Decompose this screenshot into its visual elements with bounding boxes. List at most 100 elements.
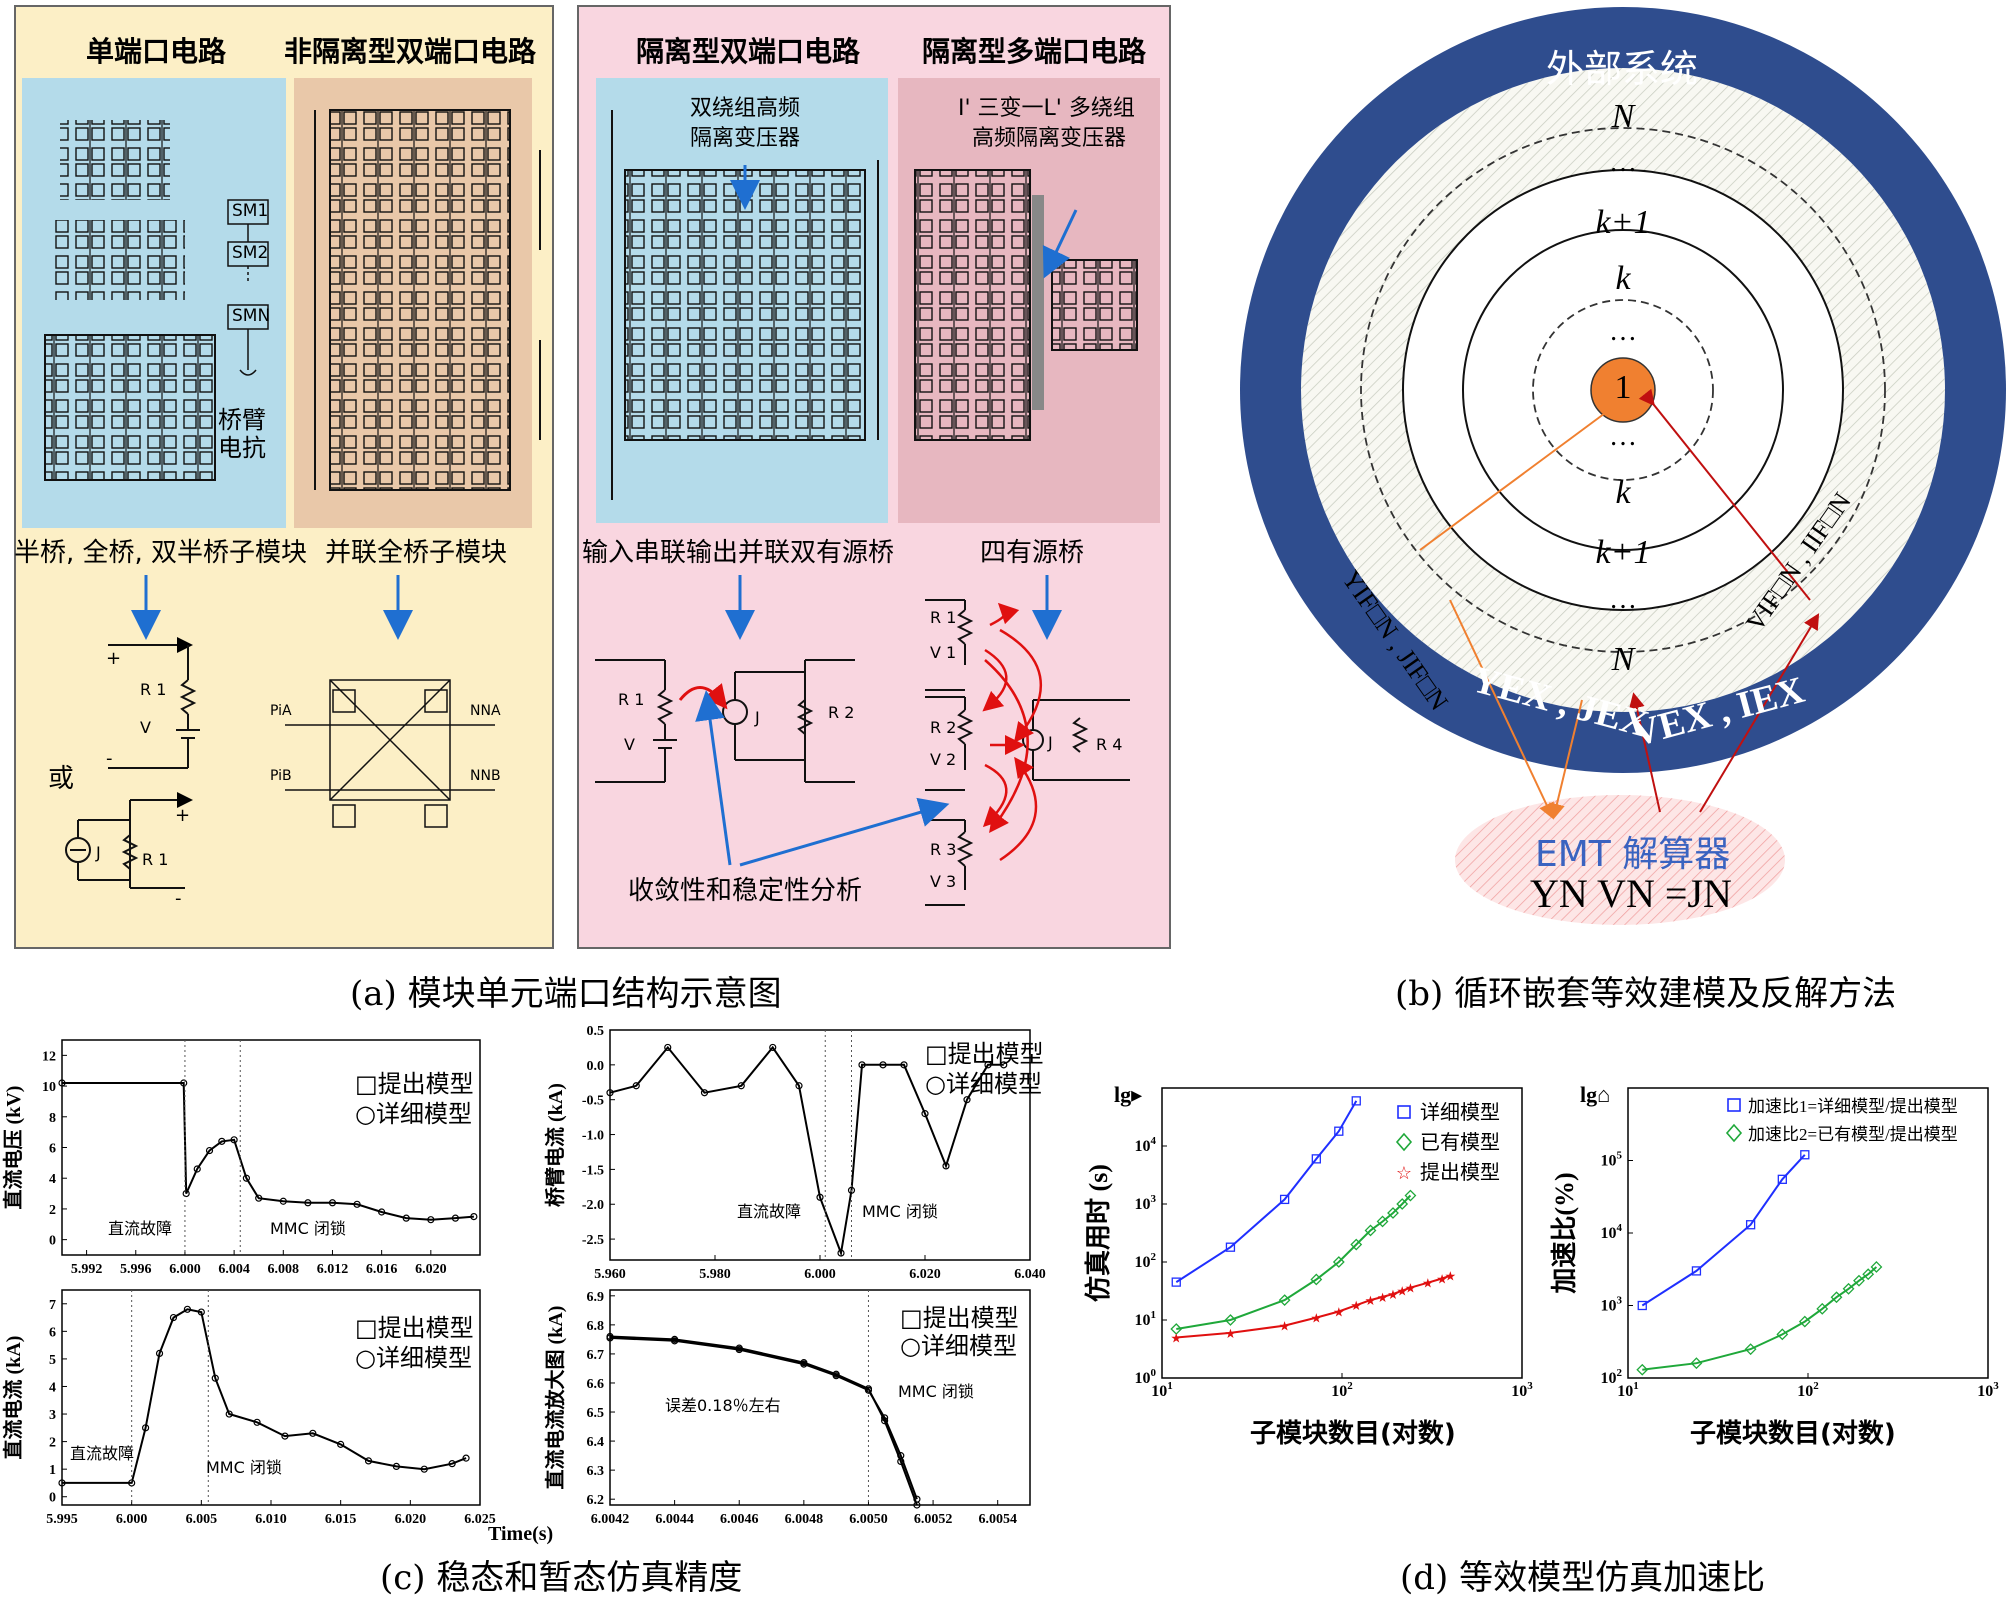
data-point [858, 1061, 866, 1069]
y-tick-label: 6 [49, 1325, 56, 1340]
data-point [253, 1418, 261, 1426]
non-isolated-title: 非隔离型双端口电路 [284, 35, 537, 68]
y-tick-label: 6.5 [587, 1406, 605, 1421]
y-tick-label: 4 [49, 1172, 56, 1187]
fault-label-3: 直流故障 [70, 1444, 135, 1463]
y-tick-label: 0 [49, 1491, 56, 1506]
analysis-label: 收敛性和稳定性分析 [628, 876, 863, 906]
legend-label: 加速比1=详细模型/提出模型 [1748, 1097, 1958, 1116]
data-point [1224, 1314, 1237, 1326]
data-point [921, 1110, 929, 1118]
legend-proposed-3-text: 提出模型 [377, 1314, 474, 1342]
data-point [1332, 1256, 1345, 1268]
data-point [230, 1136, 238, 1144]
legend-detailed-2: ○详细模型 [925, 1070, 1042, 1098]
x-tick-label: 6.0052 [914, 1512, 953, 1527]
circuit-drawings [44, 109, 1138, 906]
y-tick-label: 6.3 [587, 1464, 605, 1479]
data-point [837, 1249, 845, 1257]
j-label-1: J [96, 843, 101, 862]
data-point [142, 1424, 150, 1432]
data-point [183, 1305, 191, 1313]
data-point: ★ [1396, 1284, 1408, 1299]
data-point [984, 1061, 992, 1069]
y-tick-label: 104 [1135, 1135, 1157, 1155]
y-tick-label: -1.0 [582, 1129, 604, 1144]
outer-system-label: 外部系统 [1546, 47, 1699, 91]
data-point [1225, 1242, 1236, 1252]
transformer2-label-2: 高频隔离变压器 [972, 126, 1127, 151]
x-tick-label: 6.020 [909, 1267, 941, 1282]
data-point [470, 1213, 478, 1221]
y-tick-label: 0 [49, 1234, 56, 1249]
x-tick-label: 5.992 [71, 1262, 103, 1277]
panel-b: 外部系统 N … k+1 k … 1 … k k+1 … N YIF□N , J… [1180, 0, 2007, 1014]
legend-detailed-1-text: 详细模型 [375, 1100, 472, 1128]
series-line-0 [609, 1045, 1004, 1257]
ring-label-bottom-3: … [1609, 584, 1637, 615]
legend-detailed-4-text: 详细模型 [920, 1332, 1017, 1360]
x-tick-label: 6.020 [415, 1262, 447, 1277]
y-tick-label: 6.8 [587, 1319, 605, 1334]
quad-active-bridge-desc: 四有源桥 [980, 538, 1085, 568]
data-point [1691, 1266, 1702, 1276]
x-tick-label: 5.995 [46, 1512, 78, 1527]
na-label: NNA [470, 703, 501, 719]
data-point [1279, 1194, 1290, 1205]
legend-proposed-2: □提出模型 [925, 1040, 1044, 1068]
data-point [281, 1432, 289, 1440]
solver-title: EMT 解算器 [1535, 834, 1731, 875]
y-tick-label: -1.5 [582, 1163, 604, 1178]
x-tick-label: 102 [1797, 1380, 1819, 1400]
series-line-2 [1176, 1274, 1451, 1339]
data-point [1830, 1291, 1843, 1304]
data-point [242, 1174, 251, 1182]
data-point [58, 1079, 66, 1087]
ring-label-top-1: … [1609, 147, 1637, 178]
isolated-two-port-title: 隔离型双端口电路 [636, 35, 861, 68]
data-point [664, 1043, 672, 1052]
data-point [1816, 1302, 1829, 1315]
x-tick-label: 5.996 [120, 1262, 152, 1277]
data-point [847, 1186, 856, 1194]
data-point [279, 1197, 287, 1205]
y-tick-label: 6.7 [587, 1348, 605, 1363]
data-point [225, 1410, 233, 1418]
y-axis-label: 直流电压 (kV) [1, 1086, 25, 1210]
qab-r2-label: R 2 [930, 718, 957, 737]
data-point: ★ [1377, 1290, 1389, 1305]
legend-label: 详细模型 [1420, 1101, 1500, 1124]
qab-r4-label: R 4 [1096, 735, 1123, 754]
data-point [309, 1429, 317, 1437]
data-point [700, 1089, 709, 1097]
data-point [205, 1146, 214, 1155]
x-tick-label: 101 [1617, 1380, 1639, 1400]
x-tick-label: 6.0044 [655, 1512, 694, 1527]
data-point [1364, 1224, 1377, 1237]
ring-label-bottom-4: N [1611, 641, 1635, 678]
x-tick-label: 6.000 [116, 1512, 148, 1527]
data-point [963, 1096, 971, 1104]
y-tick-label: 4 [49, 1380, 56, 1395]
x-tick-label: 6.025 [464, 1512, 496, 1527]
data-point: ★ [1333, 1305, 1345, 1320]
series-line-0 [1175, 1100, 1358, 1283]
y-axis-label: 直流电流放大图 (kA) [543, 1306, 567, 1490]
pa-label: PiA [270, 703, 292, 719]
ring-label-top-2: k+1 [1595, 204, 1651, 241]
legend-marker [1395, 1132, 1413, 1152]
arm-reactor-label-1: 桥臂 [218, 406, 266, 434]
y-tick-label: 5 [49, 1353, 56, 1368]
y-tick-label: 2 [49, 1203, 56, 1218]
data-point [255, 1194, 263, 1202]
data-point [1000, 1061, 1008, 1069]
single-port-desc: 半桥, 全桥, 双半桥子模块 [14, 538, 308, 568]
qab-v1-label: V 1 [930, 643, 957, 662]
nb-label: NNB [470, 768, 501, 784]
data-point [1690, 1357, 1703, 1370]
data-point [606, 1089, 614, 1097]
x-tick-label: 6.000 [804, 1267, 836, 1282]
data-point [1870, 1261, 1883, 1273]
single-port-title: 单端口电路 [86, 35, 227, 68]
